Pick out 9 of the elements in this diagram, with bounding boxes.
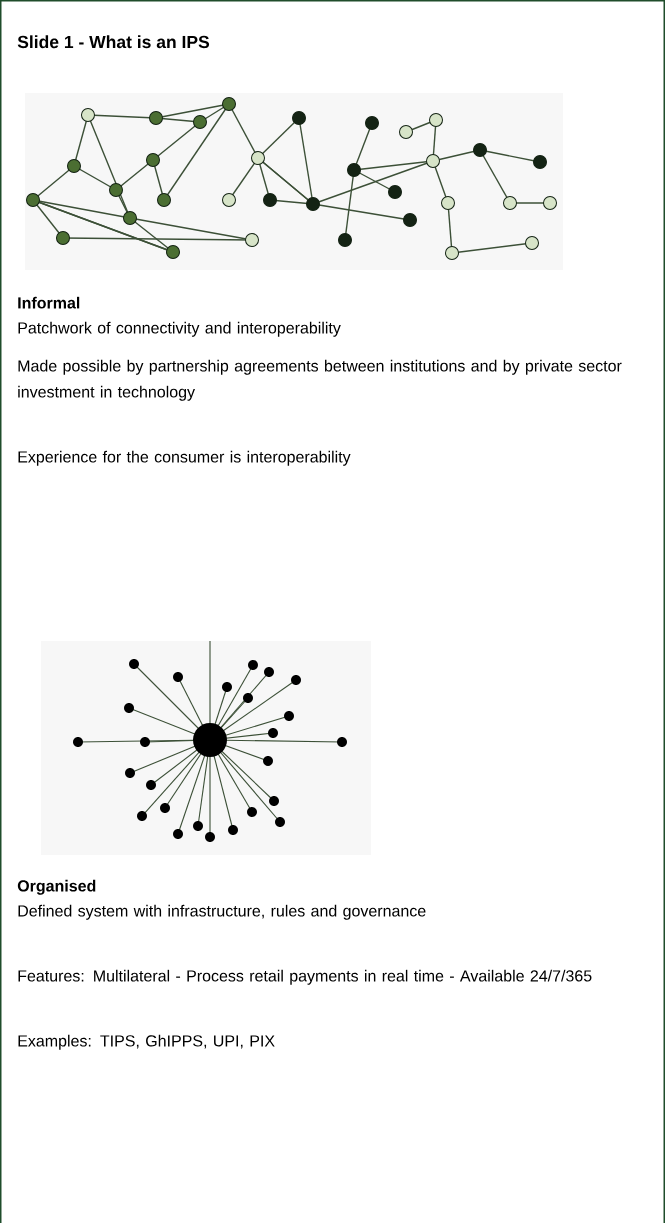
body-text: Experience for the consumer is interoperability: [18, 450, 351, 466]
section-heading: Organised: [17, 879, 96, 895]
body-text: Defined system with infrastructure, rules and governance: [18, 904, 426, 920]
body-text: Examples: TIPS, GhIPPS, UPI, PIX: [18, 1034, 275, 1050]
body-text: Features: Multilateral - Process retail payments in real time - Available 24/7/365: [18, 969, 592, 985]
body-text: Patchwork of connectivity and interoperability: [18, 321, 341, 337]
section-heading: Informal: [18, 296, 80, 309]
slide-title: Slide 1 - What is an IPS: [17, 35, 210, 49]
body-text: Made possible by partnership agreements between institutions and by private sector investment in technology: [18, 359, 622, 401]
